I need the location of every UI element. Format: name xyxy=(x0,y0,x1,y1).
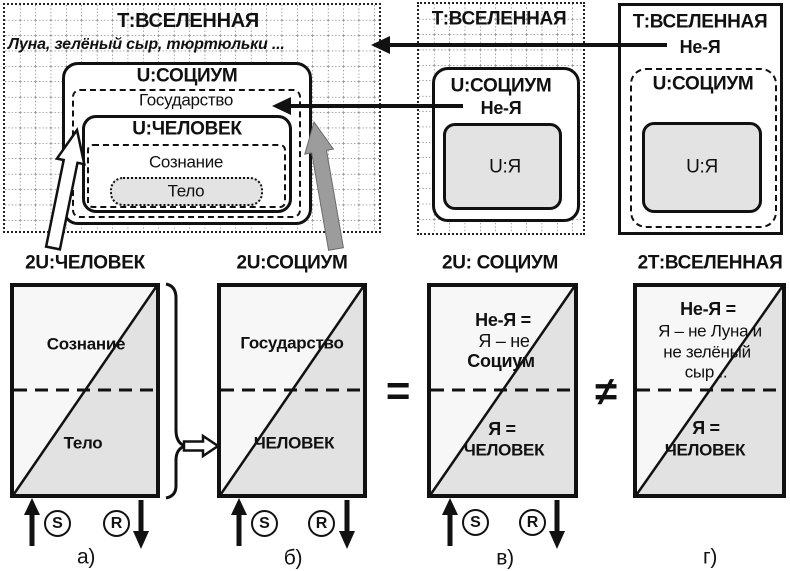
i-box-right xyxy=(642,122,762,213)
i-label-middle: U:Я xyxy=(489,156,521,178)
s-port-circle-a: S xyxy=(44,510,71,537)
state-label: Государство xyxy=(138,90,234,110)
not-equals-sign: ≠ xyxy=(595,370,617,414)
socium-dashed-box-right xyxy=(630,68,777,228)
box-v-title: 2U: СОЦИУМ xyxy=(441,252,559,274)
r-out-arrow-a xyxy=(133,500,149,549)
caption-v: в) xyxy=(496,546,514,570)
split-box-g xyxy=(633,283,786,498)
s-port-circle-v: S xyxy=(462,509,489,536)
s-in-arrow-a xyxy=(24,498,40,546)
box-b-bottom-label: ЧЕЛОВЕК xyxy=(253,433,335,453)
s-letter: S xyxy=(52,514,63,532)
split-box-v-fill xyxy=(431,287,574,494)
universe-title-left: Т:ВСЕЛЕННАЯ xyxy=(117,10,259,32)
caption-b: б) xyxy=(283,546,303,570)
r-letter: R xyxy=(315,514,328,532)
box-a-bottom-label: Тело xyxy=(63,433,103,453)
box-g-top-line4: сыр .. xyxy=(684,362,728,382)
s-in-arrow-v xyxy=(442,498,458,546)
body-dotted-box xyxy=(110,177,263,206)
box-v-top-line1: Не-Я = xyxy=(475,310,531,330)
split-box-a xyxy=(10,283,160,498)
consciousness-dashed-box xyxy=(87,144,286,208)
split-box-v xyxy=(427,283,578,498)
box-g-bottom-line2: ЧЕЛОВЕК xyxy=(664,440,746,460)
brace xyxy=(165,282,190,500)
box-b-title: 2U:СОЦИУМ xyxy=(236,252,348,274)
split-box-b xyxy=(217,283,367,498)
box-g-top-line3: не зелёный xyxy=(663,342,751,362)
r-letter: R xyxy=(110,514,123,532)
s-in-arrow-b xyxy=(231,498,247,546)
r-port-circle-a: R xyxy=(103,510,130,537)
split-box-b-fill xyxy=(221,287,363,494)
universe-title-right: Т:ВСЕЛЕННАЯ xyxy=(632,11,768,33)
block-arrow xyxy=(182,433,221,459)
split-box-g-fill xyxy=(637,287,782,494)
box-v-top-line2: Я – не xyxy=(478,331,530,351)
socium-title-left: U:СОЦИУМ xyxy=(136,65,238,87)
s-letter: S xyxy=(259,514,270,532)
box-v-bottom-line2: ЧЕЛОВЕК xyxy=(463,440,545,460)
i-box-middle xyxy=(443,123,562,210)
r-out-arrow-v xyxy=(549,500,565,549)
body-label: Тело xyxy=(167,181,205,201)
caption-g: г) xyxy=(702,545,718,569)
socium-title-middle: U:СОЦИУМ xyxy=(450,75,552,97)
box-v-bottom-line1: Я = xyxy=(488,419,516,439)
box-a-top-label: Сознание xyxy=(46,334,126,354)
human-title: U:ЧЕЛОВЕК xyxy=(132,118,242,140)
i-label-right: U:Я xyxy=(686,156,718,178)
s-letter: S xyxy=(470,513,481,531)
box-g-bottom-line1: Я = xyxy=(692,418,720,438)
box-g-top-line2: Я – не Луна и xyxy=(658,321,762,341)
r-out-arrow-b xyxy=(339,500,355,549)
box-a-title: 2U:ЧЕЛОВЕК xyxy=(25,252,145,274)
box-g-title: 2Т:ВСЕЛЕННАЯ xyxy=(637,252,783,274)
s-port-circle-b: S xyxy=(251,510,278,537)
r-letter: R xyxy=(526,513,539,531)
r-port-circle-b: R xyxy=(308,510,335,537)
universe-subtitle: Луна, зелёный сыр, тюртюльки ... xyxy=(8,36,285,53)
box-b-top-label: Государство xyxy=(240,333,344,353)
caption-a: а) xyxy=(76,545,96,569)
socium-title-right: U:СОЦИУМ xyxy=(652,73,754,95)
not-i-label-middle: Не-Я xyxy=(480,98,522,118)
equals-sign: = xyxy=(385,367,411,414)
split-box-a-fill xyxy=(14,287,156,494)
box-v-top-line3: Социум xyxy=(467,351,535,371)
r-port-circle-v: R xyxy=(519,509,546,536)
universe-title-middle: Т:ВСЕЛЕННАЯ xyxy=(431,8,567,30)
box-g-top-line1: Не-Я = xyxy=(680,299,736,319)
not-i-label-right: Не-Я xyxy=(679,37,721,57)
consciousness-label: Сознание xyxy=(148,152,224,172)
